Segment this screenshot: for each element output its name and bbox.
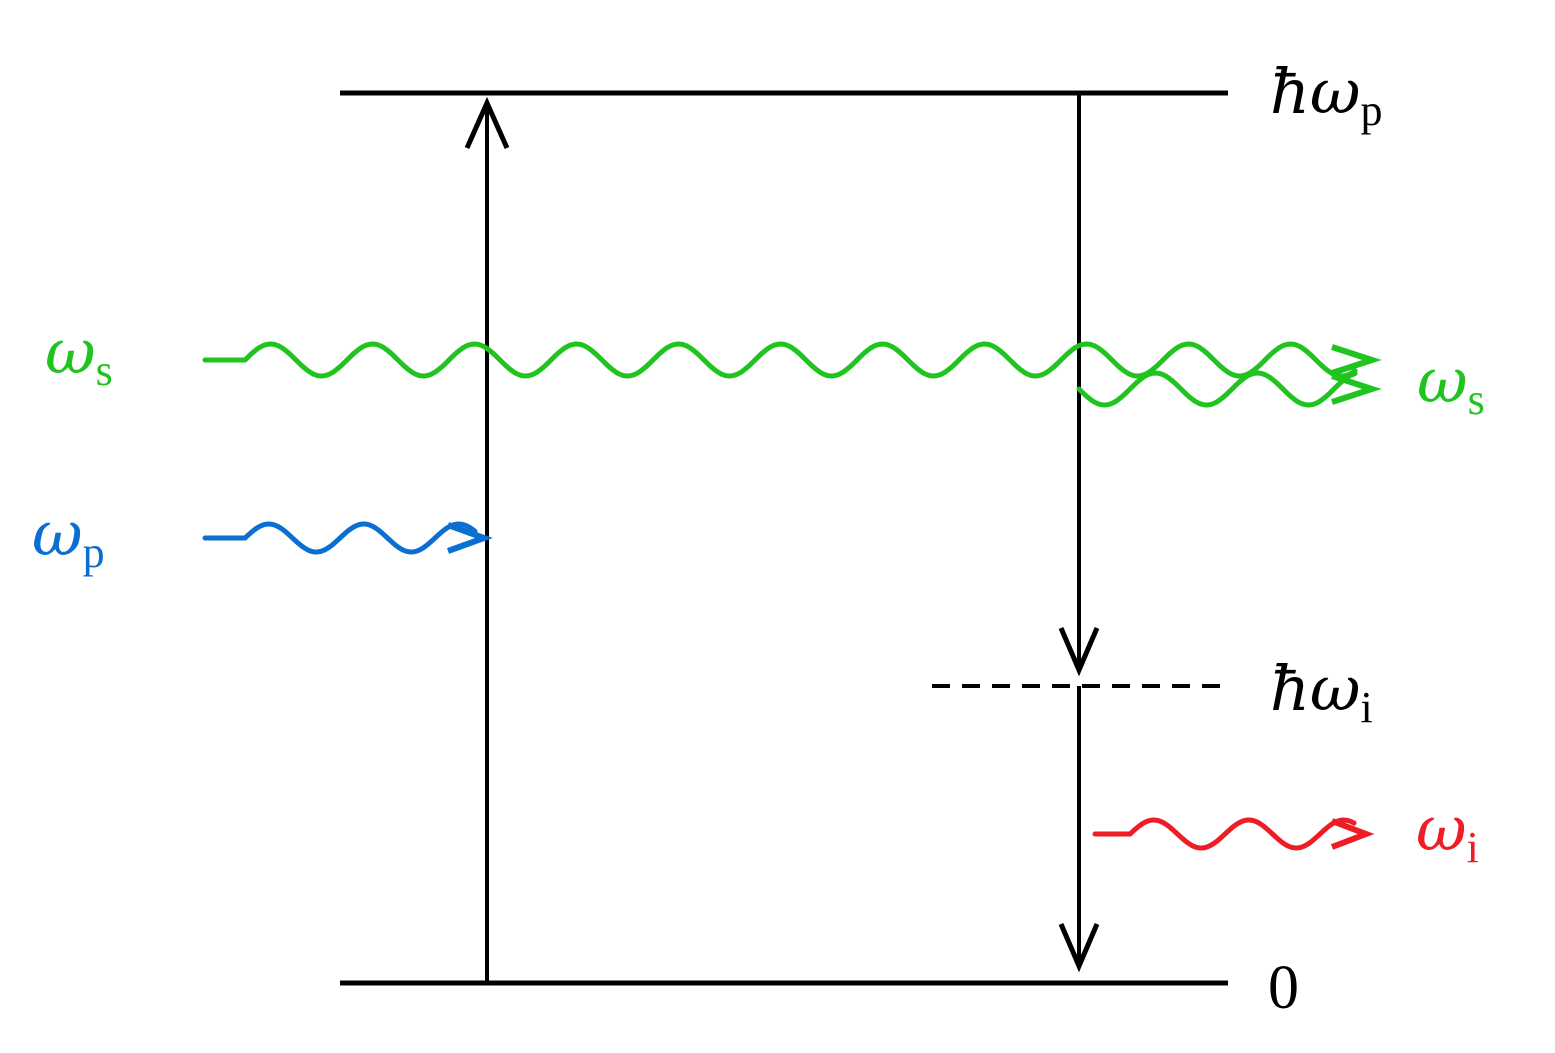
signal-input-wave bbox=[202, 341, 1358, 379]
signal-output-waves bbox=[1076, 344, 1382, 408]
idler-output-wave bbox=[1092, 817, 1375, 851]
signal-input-label: ωs bbox=[45, 315, 113, 395]
signal-output-label: ωs bbox=[1417, 344, 1485, 424]
pump-absorption-arrow bbox=[464, 96, 510, 983]
top-level-label: ħωp bbox=[1270, 55, 1383, 135]
signal-emission-arrow bbox=[1058, 93, 1100, 677]
idler-emission-arrow bbox=[1058, 686, 1100, 973]
ground-level-label: 0 bbox=[1268, 954, 1299, 1022]
pump-input-wave bbox=[202, 521, 493, 555]
idler-output-label: ωi bbox=[1416, 792, 1479, 872]
intermediate-level-label: ħωi bbox=[1270, 652, 1373, 732]
pump-input-label: ωp bbox=[32, 497, 105, 577]
